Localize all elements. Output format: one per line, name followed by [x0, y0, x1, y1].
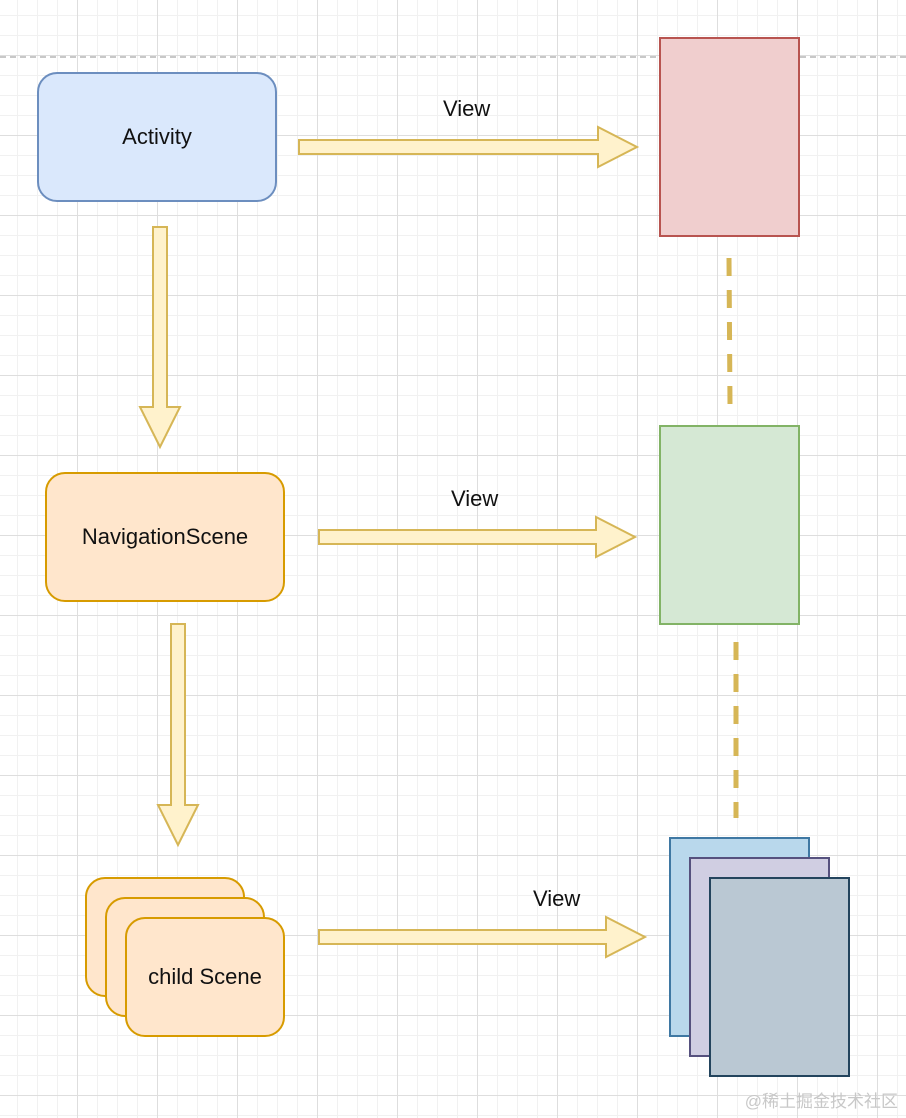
activity-node[interactable]: Activity — [37, 72, 277, 202]
child-view-rect-front[interactable] — [709, 877, 850, 1077]
navigation-scene-node-label: NavigationScene — [81, 524, 249, 549]
navigation-view-rect[interactable] — [659, 425, 800, 625]
watermark: @稀土掘金技术社区 — [744, 1092, 898, 1111]
activity-node-label: Activity — [122, 124, 192, 149]
arrow-activity-to-view[interactable] — [298, 125, 640, 169]
activity-view-rect[interactable] — [659, 37, 800, 237]
navigation-scene-node[interactable]: NavigationScene — [45, 472, 285, 602]
label-navigation-view: View — [451, 486, 499, 511]
arrow-navigation-scene-to-child-scene[interactable] — [156, 623, 200, 848]
child-scene-node[interactable]: child Scene — [125, 917, 285, 1037]
arrow-navigation-scene-to-view[interactable] — [318, 515, 638, 559]
label-activity-view: View — [443, 96, 491, 121]
arrow-activity-to-navigation-scene[interactable] — [138, 226, 182, 450]
child-scene-node-label: child Scene — [148, 964, 262, 989]
label-child-view: View — [533, 886, 581, 911]
dashed-link-red-to-green — [726, 257, 733, 406]
arrow-child-scene-to-view[interactable] — [318, 915, 648, 959]
